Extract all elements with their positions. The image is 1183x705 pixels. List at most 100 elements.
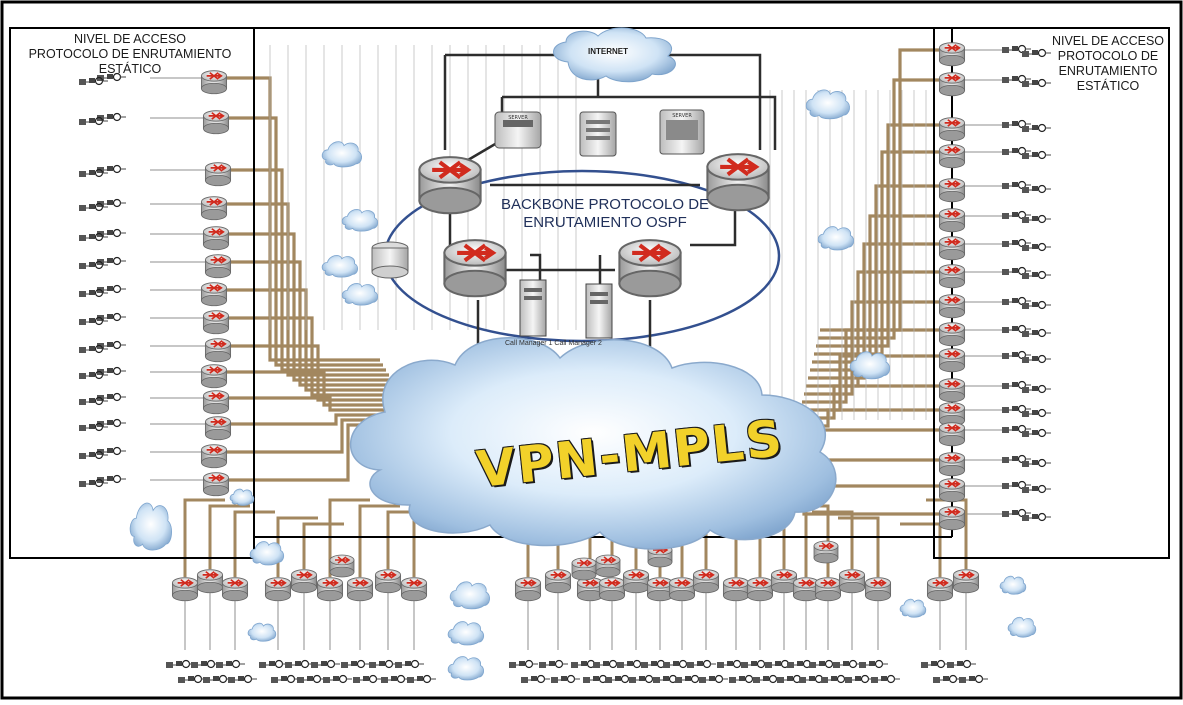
router-icon [221,577,249,602]
access-right-line3: ENRUTAMIENTO [1058,64,1158,78]
router-icon [938,422,966,447]
client-icon [1022,300,1051,310]
backbone-router-icon [706,153,770,212]
client-icon [1022,214,1051,224]
client-icon [79,396,108,406]
access-frame-right [933,27,1170,559]
vpn-mpls-cloud [349,337,837,550]
client-icon [341,659,370,669]
client-icon [959,674,988,684]
client-icon [1022,48,1051,58]
client-icon [1022,328,1051,338]
client-icon [407,674,436,684]
client-icon [79,116,108,126]
router-icon [692,569,720,594]
client-icon [79,260,108,270]
access-label-right: NIVEL DE ACCESO PROTOCOLO DE ENRUTAMIENT… [1038,34,1178,94]
router-icon [171,577,199,602]
vpn-clouds [129,89,1037,681]
router-icon [374,569,402,594]
router-icon [196,569,224,594]
link-bottom-25 [926,498,968,569]
cloud-icon [805,89,850,120]
server-rack: SERVER SERVER [371,109,705,339]
router-icon [838,569,866,594]
client-icon [1022,78,1051,88]
link-right-6 [808,242,948,380]
router-icon [926,577,954,602]
router-icon [316,577,344,602]
cloud-icon [447,656,485,681]
access-right-line4: ESTÁTICO [1076,79,1140,93]
router-icon [938,208,966,233]
client-icon [1022,428,1051,438]
router-icon [938,42,966,67]
client-icon [1022,150,1051,160]
router-icon [938,378,966,403]
client-icon [521,674,550,684]
backbone-routers [418,153,770,298]
access-right-line1: NIVEL DE ACCESO [1051,34,1165,48]
access-label-left: NIVEL DE ACCESO PROTOCOLO DE ENRUTAMIENT… [8,32,252,77]
client-icon [79,370,108,380]
backbone-router-icon [418,156,482,215]
cloud-icon [999,575,1027,595]
router-icon [938,452,966,477]
client-icon [699,674,728,684]
router-icon [647,544,673,568]
router-icon [346,577,374,602]
cloud-icon [229,488,255,506]
client-icon [79,232,108,242]
router-icon [576,577,604,602]
client-icon [1022,123,1051,133]
router-icon [938,72,966,97]
router-icon [200,444,228,469]
link-bottom-23 [838,516,880,577]
client-icon [79,168,108,178]
router-icon [200,282,228,307]
router-icon [595,554,621,578]
router-icon [202,390,230,415]
link-right-1 [818,78,948,340]
client-icon [1002,210,1031,220]
client-icon [216,659,245,669]
cloud-icon [321,141,362,168]
client-icon [79,288,108,298]
router-icon [938,506,966,531]
backbone-line2: ENRUTAMIENTO OSPF [523,214,687,231]
router-icon [722,577,750,602]
client-icon [1022,458,1051,468]
internet-cloud [553,27,676,83]
router-icon [952,569,980,594]
call-manager-caption: Call Manager 1 Call Manager 2 [505,340,602,347]
client-icon [871,674,900,684]
access-right-line2: PROTOCOLO DE [1057,49,1159,63]
router-icon [290,569,318,594]
router-icon [938,322,966,347]
router-icon [571,557,597,581]
link-left-6 [214,288,398,392]
link-bottom-2 [233,510,275,577]
link-bottom-22 [812,510,854,569]
client-icon [79,316,108,326]
router-icon [200,196,228,221]
client-icon [79,478,108,488]
client-icon [539,659,568,669]
router-icon [770,569,798,594]
router-icon [204,254,232,279]
client-icon [79,422,108,432]
client-icon [1022,354,1051,364]
link-right-8 [804,300,948,396]
client-icon [859,659,888,669]
client-icon [1022,242,1051,252]
cloud-icon [341,209,379,232]
backbone-label: BACKBONE PROTOCOLO DE ENRUTAMIENTO OSPF [470,196,740,232]
client-icon [687,659,716,669]
router-icon [938,478,966,503]
backbone-router-icon [618,239,682,298]
link-left-7 [216,316,401,397]
router-icon [400,577,428,602]
router-icon [792,577,820,602]
